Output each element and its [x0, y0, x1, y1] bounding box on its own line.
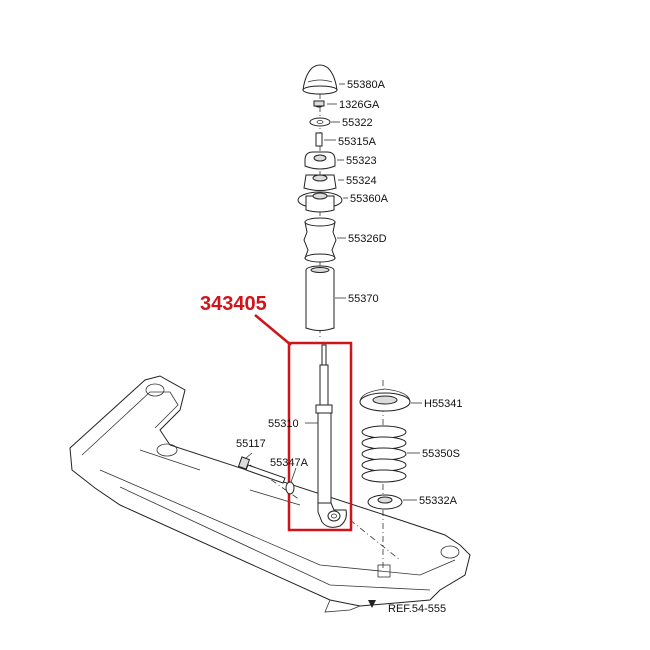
label-55117: 55117: [236, 438, 266, 450]
mount-axis-line: [349, 519, 401, 561]
label-55326D: 55326D: [348, 233, 387, 245]
part-55360A-bracket: [297, 191, 348, 213]
part-55350S-coil-spring: [361, 425, 420, 483]
part-55310-shock-absorber: [305, 344, 347, 528]
part-55324-insulator: [303, 174, 344, 191]
highlight-box: [287, 341, 353, 532]
bolt-axis-line: [249, 464, 301, 501]
part-55322-washer: [309, 117, 340, 127]
part-1326GA-nut: [313, 100, 337, 108]
label-55380A: 55380A: [347, 79, 386, 91]
label-55310: 55310: [268, 418, 299, 430]
label-55360A: 55360A: [350, 193, 389, 205]
label-55350S: 55350S: [422, 448, 460, 460]
part-55315A-bushing: [315, 132, 336, 147]
part-55117-bolt: [237, 452, 286, 484]
part-55332A-lower-seat: [367, 494, 417, 510]
label-55323: 55323: [346, 155, 377, 167]
label-H55341: H55341: [424, 398, 463, 410]
label-55322: 55322: [342, 117, 373, 129]
label-1326GA: 1326GA: [339, 99, 380, 111]
label-55370: 55370: [348, 293, 379, 305]
callout-leader: [254, 314, 292, 346]
callout-part-number: 343405: [200, 293, 267, 315]
label-55332A: 55332A: [419, 495, 458, 507]
part-55380A-cap: [302, 64, 345, 95]
part-55326D-bump-stopper: [303, 217, 346, 263]
part-H55341-upper-seat: [359, 388, 422, 412]
label-ref: REF.54-555: [388, 603, 446, 615]
part-55370-dust-cover: [305, 265, 346, 331]
label-55315A: 55315A: [338, 136, 377, 148]
ref-arrow-icon: [368, 600, 376, 608]
rear-axle-frame: [69, 375, 471, 613]
part-55347A-washer: [285, 467, 297, 495]
label-55347A: 55347A: [270, 457, 309, 469]
part-55323-insulator: [304, 151, 344, 170]
label-55324: 55324: [346, 175, 377, 187]
